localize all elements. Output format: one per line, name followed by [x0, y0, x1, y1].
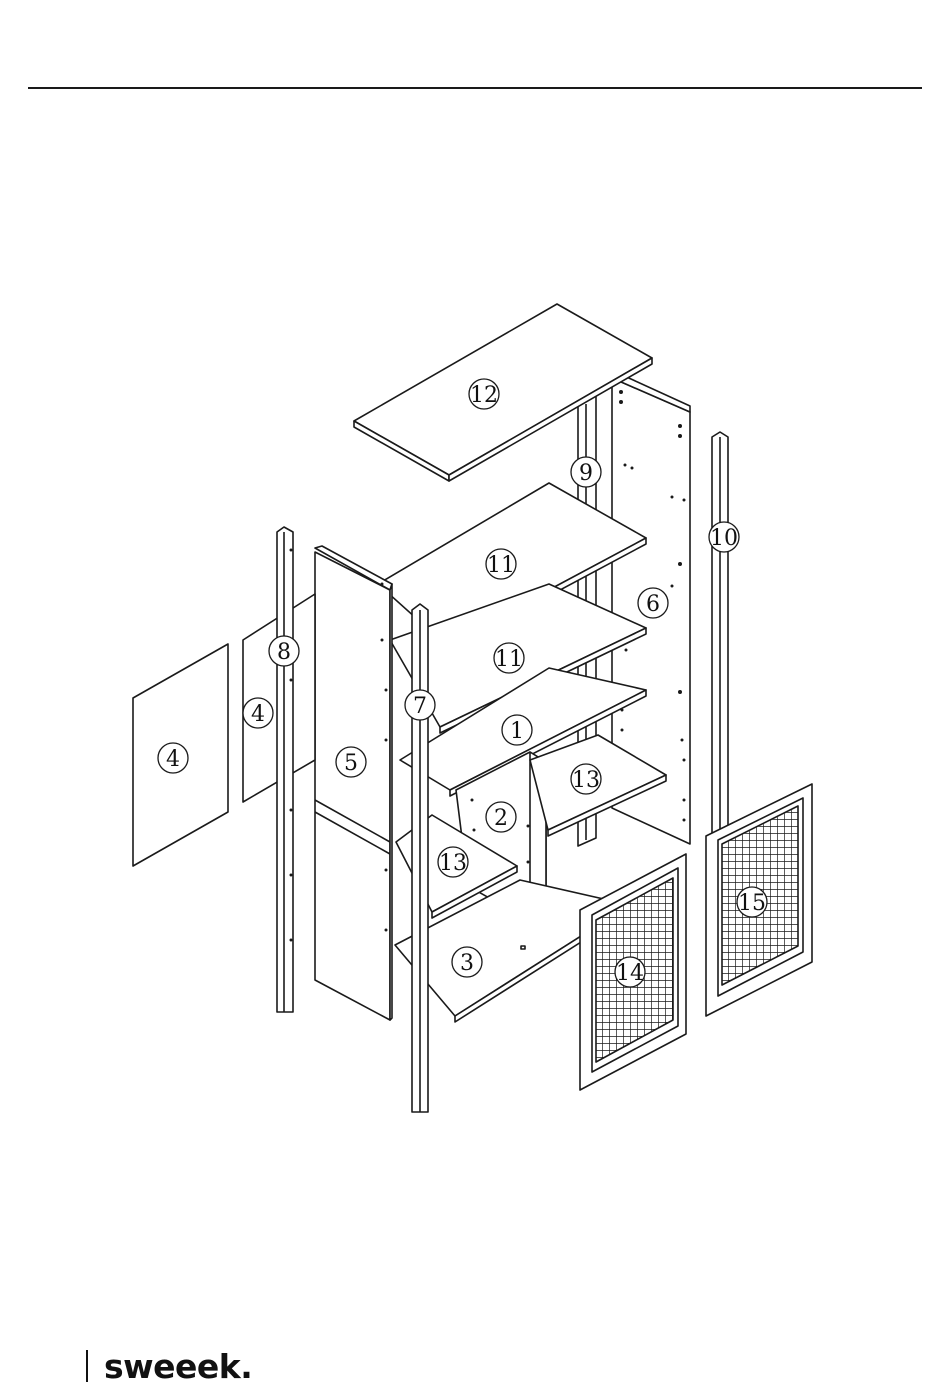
- callout-label: 9: [579, 461, 593, 486]
- callout-label: 4: [251, 702, 265, 727]
- part-callout-p4a: 4: [158, 743, 188, 773]
- part-callout-p4b: 4: [243, 698, 273, 728]
- callout-label: 13: [572, 768, 600, 793]
- part-callout-p14: 14: [615, 957, 645, 987]
- part-7-front-post: [412, 604, 428, 1112]
- callout-label: 3: [460, 951, 474, 976]
- callout-label: 11: [495, 647, 523, 672]
- brand-logo: sweeek.: [86, 1348, 252, 1384]
- brand-name: sweeek.: [104, 1347, 252, 1386]
- part-8-left-post: [277, 527, 293, 1012]
- callout-label: 1: [510, 719, 524, 744]
- callout-label: 2: [494, 806, 508, 831]
- callout-label: 5: [344, 751, 358, 776]
- callout-label: 7: [413, 694, 427, 719]
- callout-label: 13: [439, 851, 467, 876]
- part-callout-p13a: 13: [571, 764, 601, 794]
- part-callout-p10: 10: [709, 522, 739, 552]
- callout-label: 10: [710, 526, 738, 551]
- part-callout-p7: 7: [405, 690, 435, 720]
- callout-label: 11: [487, 553, 515, 578]
- callout-label: 4: [166, 747, 180, 772]
- brand-divider: [86, 1350, 88, 1382]
- part-callout-p13b: 13: [438, 847, 468, 877]
- part-callout-p11a: 11: [486, 549, 516, 579]
- callout-label: 14: [616, 961, 644, 986]
- part-5-left-side-panel: [315, 546, 392, 1020]
- part-callout-p9: 9: [571, 457, 601, 487]
- part-callout-p12: 12: [469, 379, 499, 409]
- part-callout-p15: 15: [737, 887, 767, 917]
- callout-label: 8: [277, 640, 291, 665]
- callout-label: 15: [738, 891, 766, 916]
- callout-label: 6: [646, 592, 660, 617]
- part-callout-p11b: 11: [494, 643, 524, 673]
- part-callout-p1: 1: [502, 715, 532, 745]
- part-callout-p6: 6: [638, 588, 668, 618]
- part-12-top-panel: [354, 304, 652, 481]
- part-callout-p3: 3: [452, 947, 482, 977]
- part-callout-p5: 5: [336, 747, 366, 777]
- part-callout-p2: 2: [486, 802, 516, 832]
- part-callout-p8: 8: [269, 636, 299, 666]
- callout-label: 12: [470, 383, 498, 408]
